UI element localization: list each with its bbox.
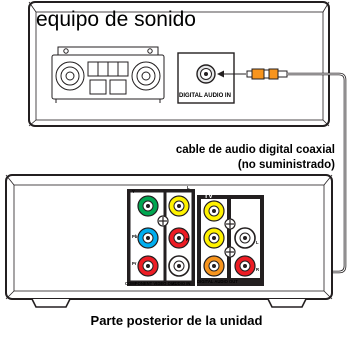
screw-icon <box>224 218 236 230</box>
connector-panel <box>127 189 264 286</box>
arrow-icon <box>217 70 224 78</box>
component-video-out-label: COMPONENT VIDEO OUT <box>125 281 177 286</box>
tv-label: TV <box>204 193 213 200</box>
audio-in-label: AUDIO IN <box>171 281 191 286</box>
unit-foot <box>31 298 71 308</box>
stereo-title: equipo de sonido <box>36 8 196 31</box>
digital-audio-in-port <box>177 52 235 104</box>
jack-video-out-yellow <box>203 200 225 222</box>
pr-label: Pr <box>132 261 137 266</box>
boombox-icon <box>51 46 165 103</box>
unit-back <box>5 174 333 308</box>
y-label: Y <box>132 189 135 194</box>
jack-video-out-yellow-2 <box>203 227 225 249</box>
audio-out-l-label: L <box>256 240 259 245</box>
audio-in-l-label: L <box>187 185 190 190</box>
jack-y-green <box>137 195 159 217</box>
audio-out-label: AUDIO OUT <box>231 185 255 190</box>
stereo-system <box>28 1 330 127</box>
jack-audio-in-white <box>168 255 190 277</box>
unit-foot <box>267 298 307 308</box>
digital-audio-out-label: DIGITAL AUDIO OUT <box>197 279 238 284</box>
jack-audio-in-red <box>168 227 190 249</box>
jack-pb-blue <box>137 227 159 249</box>
audio-in-r-label: R <box>186 237 190 242</box>
jack-audio-in-yellow <box>168 195 190 217</box>
jack-digital-audio-out <box>203 255 225 277</box>
video-out-label: VIDEO OUT <box>200 185 224 190</box>
cable-note: (no suministrado) <box>237 159 335 171</box>
jack-audio-out-red <box>234 255 256 277</box>
jack-pr-red <box>137 255 159 277</box>
audio-out-r-label: R <box>256 267 260 272</box>
jack-audio-out-white <box>234 227 256 249</box>
digital-audio-in-label: DIGITAL AUDIO IN <box>179 93 231 99</box>
screw-icon <box>157 215 169 227</box>
unit-back-label: Parte posterior de la unidad <box>90 313 263 328</box>
screw-icon <box>224 246 236 258</box>
cable-plug-top <box>246 68 288 80</box>
cable-label: cable de audio digital coaxial <box>175 144 335 156</box>
pb-label: Pb <box>132 234 138 239</box>
